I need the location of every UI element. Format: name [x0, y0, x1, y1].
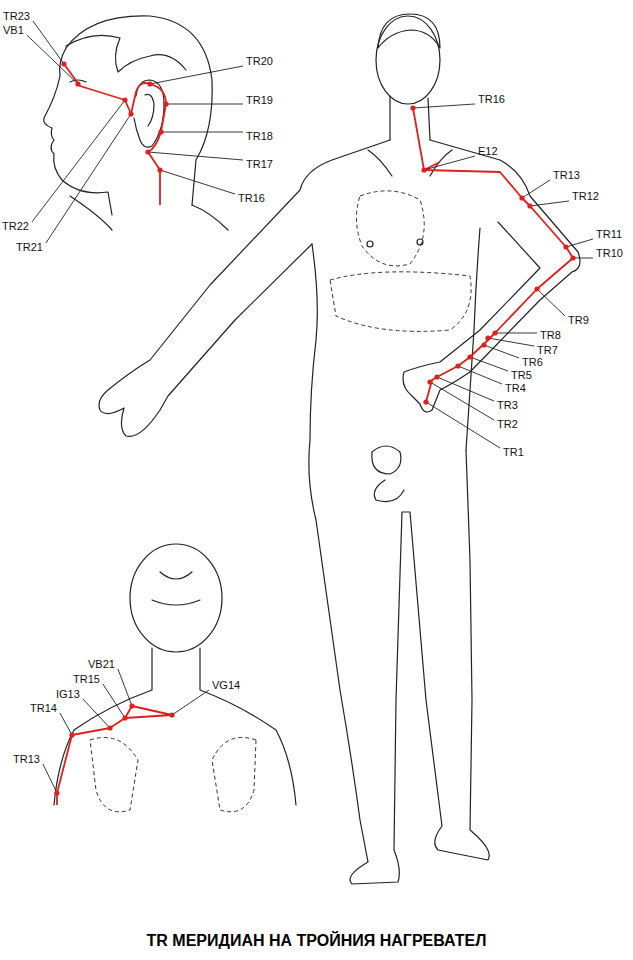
acupoint-dot [61, 61, 66, 66]
point-label: TR4 [505, 382, 526, 395]
point-label: TR15 [73, 673, 100, 686]
acupoint-dot [54, 790, 59, 795]
acupoint-dot [69, 732, 74, 737]
point-label: TR2 [497, 418, 518, 431]
acupoint-dot [563, 244, 568, 249]
organ-outlines [90, 191, 471, 812]
leader-line [495, 333, 537, 334]
leader-line [160, 170, 235, 194]
acupoint-dot [434, 374, 439, 379]
leader-line [32, 100, 125, 222]
acupoint-dot [427, 379, 432, 384]
point-label: TR12 [572, 190, 599, 203]
acupoint-dot [169, 712, 174, 717]
point-label: TR16 [238, 192, 265, 205]
leader-line [484, 345, 519, 358]
point-label: TR17 [246, 158, 273, 171]
point-label: TR14 [30, 702, 57, 715]
point-label: VG14 [212, 679, 240, 692]
point-label: TR8 [540, 329, 561, 342]
figure-outlines [44, 14, 580, 884]
leader-line [424, 156, 475, 170]
acupoint-dot [519, 195, 524, 200]
acupoint-dot [527, 203, 532, 208]
point-label: TR19 [246, 94, 273, 107]
leader-line [83, 699, 110, 728]
acupoint-dot [421, 167, 426, 172]
point-label: E12 [478, 145, 498, 158]
acupoint-dot [163, 101, 168, 106]
point-label: TR7 [537, 344, 558, 357]
point-label: TR22 [2, 220, 29, 233]
point-label: IG13 [56, 688, 80, 701]
acupoint-dot [122, 97, 127, 102]
acupoint-dot [423, 399, 428, 404]
acupoint-dot [129, 703, 134, 708]
diagram-title: TR МЕРИДИАН НА ТРОЙНИЯ НАГРЕВАТЕЛ [0, 932, 633, 950]
leader-line [103, 684, 125, 718]
leader-line [437, 377, 494, 401]
acupoint-dot [492, 330, 497, 335]
acupoint-dot [534, 286, 539, 291]
point-label: TR9 [568, 314, 589, 327]
leader-lines [27, 21, 593, 796]
point-label: TR3 [497, 399, 518, 412]
acupoint-dot [467, 354, 472, 359]
meridian-line [57, 64, 573, 805]
leader-line [488, 338, 534, 346]
acupoint-dot [128, 111, 133, 116]
leader-line [458, 366, 502, 384]
leader-line [470, 357, 508, 371]
leader-line [522, 180, 550, 198]
point-label: TR11 [596, 228, 622, 241]
leader-line [166, 104, 243, 105]
leader-line [413, 104, 475, 108]
point-label: TR21 [16, 241, 43, 254]
point-label: TR5 [511, 369, 532, 382]
acupoint-dot [570, 255, 575, 260]
leader-line [537, 289, 565, 316]
leader-line [148, 152, 243, 160]
point-label: TR1 [503, 446, 524, 459]
acupoint-dot [122, 715, 127, 720]
point-label: TR16 [478, 93, 505, 106]
acupoint-dot [410, 105, 415, 110]
leader-line [60, 713, 72, 735]
leader-line [118, 669, 132, 706]
leader-line [573, 258, 593, 259]
point-label: TR6 [522, 356, 543, 369]
leader-line [150, 66, 243, 84]
leader-line [33, 21, 64, 64]
leader-line [27, 35, 78, 84]
leader-line [43, 764, 57, 793]
acupoint-dot [107, 725, 112, 730]
acupoint-dot [75, 81, 80, 86]
leader-line [430, 382, 494, 420]
point-label: TR10 [596, 247, 623, 260]
point-label: TR13 [553, 169, 580, 182]
point-label: TR18 [246, 130, 273, 143]
acupoint-dot [157, 167, 162, 172]
acupoint-dot [481, 342, 486, 347]
leader-line [530, 201, 569, 206]
leader-line [566, 239, 593, 247]
acupoint-dot [158, 129, 163, 134]
point-label: TR23 [3, 10, 30, 23]
leader-line [172, 690, 209, 715]
point-label: TR20 [246, 55, 273, 68]
leader-line [46, 114, 131, 243]
acupoint-dot [147, 81, 152, 86]
acupoint-dot [455, 363, 460, 368]
leader-line [426, 402, 500, 448]
leader-line [161, 132, 243, 133]
point-label: VB21 [88, 658, 115, 671]
point-label: VB1 [3, 24, 24, 37]
acupoint-dot [145, 149, 150, 154]
acupoint-dot [485, 335, 490, 340]
point-label: TR13 [13, 753, 40, 766]
